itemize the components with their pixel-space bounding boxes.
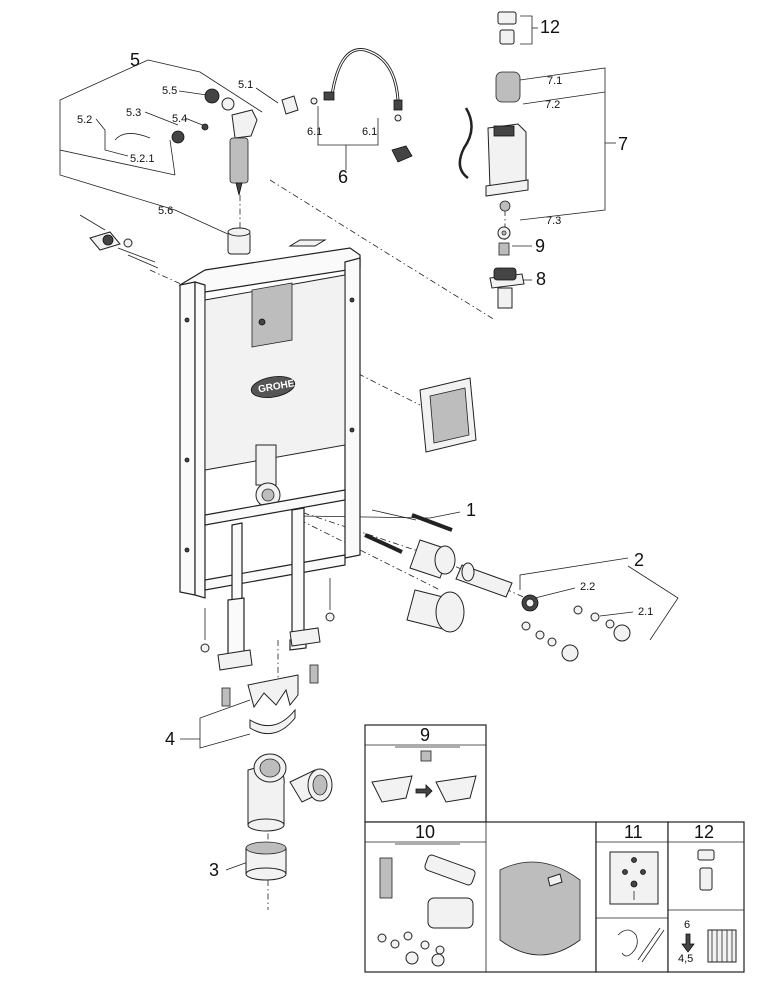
label-5-5: 5.5 <box>162 85 177 97</box>
box-12-top-value: 6 <box>684 919 690 931</box>
label-2-2: 2.2 <box>580 581 595 593</box>
fill-valve-group <box>114 88 299 255</box>
box-9-title: 9 <box>420 725 430 745</box>
floor-anchors <box>200 578 335 707</box>
label-2: 2 <box>634 550 644 570</box>
info-box-11: 11 <box>595 821 669 973</box>
brand-logo: GROHE <box>250 376 296 398</box>
label-6: 6 <box>338 167 348 187</box>
label-7-2: 7.2 <box>545 99 560 111</box>
info-box-12: 12 6 4,5 <box>667 821 745 973</box>
leader-lines <box>59 15 679 871</box>
label-4: 4 <box>165 729 175 749</box>
label-5-4: 5.4 <box>172 113 187 125</box>
label-3: 3 <box>209 860 219 880</box>
connection-pipes <box>364 513 631 662</box>
label-9: 9 <box>535 236 545 256</box>
label-5-1: 5.1 <box>238 79 253 91</box>
label-7: 7 <box>618 134 628 154</box>
installation-frame: GROHE <box>178 239 361 671</box>
label-5: 5 <box>130 50 140 70</box>
label-7-1: 7.1 <box>547 75 562 87</box>
label-7-3: 7.3 <box>546 215 561 227</box>
label-8: 8 <box>536 269 546 289</box>
box-12-title: 12 <box>694 822 714 842</box>
supply-hose <box>310 48 413 163</box>
drain-bend-group <box>245 674 333 881</box>
label-5-3: 5.3 <box>126 107 141 119</box>
box-11-title: 11 <box>624 822 643 842</box>
label-6-1-right: 6.1 <box>362 126 377 138</box>
info-box-9: 9 <box>364 724 487 823</box>
actuator-cover-frame <box>419 377 477 453</box>
box-12-bottom-value: 4,5 <box>678 953 693 965</box>
label-5-2-1: 5.2.1 <box>130 153 154 165</box>
label-5-2: 5.2 <box>77 114 92 126</box>
box-10-title: 10 <box>415 822 435 842</box>
flush-valve-group <box>458 11 529 309</box>
label-1: 1 <box>466 500 476 520</box>
info-box-10: 10 <box>364 821 597 973</box>
label-12: 12 <box>540 17 560 37</box>
wall-anchors <box>79 214 159 269</box>
label-2-1: 2.1 <box>638 606 653 618</box>
label-6-1-left: 6.1 <box>307 126 322 138</box>
